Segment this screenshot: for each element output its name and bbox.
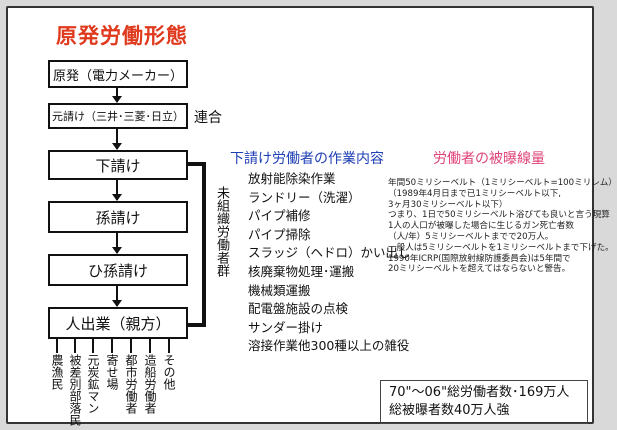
work-heading: 下請け労働者の作業内容 xyxy=(230,151,384,167)
box-nuclear-plant-label: 原発（電力メーカー） xyxy=(52,68,183,84)
box-prime-contractor-label: 元請け（三井･三菱･日立） xyxy=(52,110,184,123)
union-label: 連合 xyxy=(194,110,222,126)
source-shipbuilding-workers: 造船労働者 xyxy=(143,354,157,414)
exposure-line: 20ミリシーベルトを超えてはならないと警告。 xyxy=(388,264,571,275)
exposure-line: 1人の人口が被曝した場合に生じるガン死亡者数 xyxy=(388,221,574,232)
box-nuclear-plant: 原発（電力メーカー） xyxy=(48,60,188,88)
summary-box: 70"〜06"総労働者数･169万人 総被曝者数40万人強 xyxy=(380,380,588,424)
source-former-miners: 元炭鉱マン xyxy=(86,354,100,414)
work-item: パイプ補修 xyxy=(248,208,311,224)
exposure-line: 3ヶ月30ミリシーベルト以下） xyxy=(388,199,508,210)
arrow-1 xyxy=(112,88,122,103)
source-tick-7 xyxy=(168,339,170,353)
work-item: 機械類運搬 xyxy=(248,282,311,298)
box-third-tier-label: ひ孫請け xyxy=(87,261,148,280)
work-item: ランドリー（洗濯） xyxy=(248,189,361,205)
work-item: サンダー掛け xyxy=(248,319,324,335)
box-labor-agency-label: 人出業（親方） xyxy=(65,314,171,333)
work-item: 核廃棄物処理･運搬 xyxy=(248,263,355,279)
arrow-3 xyxy=(112,180,122,201)
work-item: 配電盤施設の点検 xyxy=(248,301,349,317)
box-labor-agency: 人出業（親方） xyxy=(48,307,188,339)
summary-total-exposed: 総被曝者数40万人強 xyxy=(389,403,510,418)
box-second-tier: 孫請け xyxy=(48,201,188,233)
source-farmers-fishers: 農漁民 xyxy=(50,354,64,390)
arrow-4 xyxy=(112,233,122,254)
source-tick-1 xyxy=(56,339,58,353)
exposure-line: （1989年4月日まで已1ミリシーベルト以下, xyxy=(388,188,562,199)
box-third-tier: ひ孫請け xyxy=(48,254,188,286)
source-tick-4 xyxy=(111,339,113,353)
work-item: 溶接作業他300種以上の雑役 xyxy=(248,338,410,354)
source-tick-2 xyxy=(74,339,76,353)
box-subcontractor-label: 下請け xyxy=(95,156,141,175)
box-second-tier-label: 孫請け xyxy=(95,208,141,227)
exposure-heading: 労働者の被曝線量 xyxy=(433,151,545,167)
arrow-5 xyxy=(112,286,122,307)
exposure-line: つまり、1日で50ミリシーベルト浴びても良いと言う現算 xyxy=(388,210,610,221)
box-prime-contractor: 元請け（三井･三菱･日立） xyxy=(48,103,188,129)
summary-total-workers: 70"〜06"総労働者数･169万人 xyxy=(389,385,570,400)
page-title: 原発労働形態 xyxy=(56,24,188,48)
slide: 原発労働形態 原発（電力メーカー） 元請け（三井･三菱･日立） 連合 下請け 孫… xyxy=(6,6,617,426)
box-subcontractor: 下請け xyxy=(48,150,188,180)
source-tick-5 xyxy=(130,339,132,353)
bracket-top xyxy=(188,162,206,166)
exposure-line: （人/年）5ミリシーベルトまでで20万人。 xyxy=(388,231,554,242)
exposure-line: 1990年ICRP(国際放射線防護委員会)は5年間で xyxy=(388,253,571,264)
source-other: その他 xyxy=(162,354,176,390)
exposure-line: 一般人は5ミリシーベルトを1ミリシーベルトまで下げた。 xyxy=(388,242,614,253)
work-item: スラッジ（ヘドロ）かい出し xyxy=(248,245,411,261)
source-urban-workers: 都市労働者 xyxy=(124,354,138,414)
arrow-2 xyxy=(112,129,122,150)
source-tick-6 xyxy=(149,339,151,353)
bracket-spine xyxy=(202,162,206,327)
source-buraku: 被差別部落民 xyxy=(68,354,82,426)
unorganized-workers-label: 未組織労働者群 xyxy=(214,186,229,277)
bracket-bottom xyxy=(188,323,206,327)
source-tick-3 xyxy=(92,339,94,353)
exposure-notes: 年間50ミリシーベルト（1ミリシーベルト=100ミリレム） （1989年4月日ま… xyxy=(388,178,617,275)
work-item: パイプ掃除 xyxy=(248,226,311,242)
exposure-line: 年間50ミリシーベルト（1ミリシーベルト=100ミリレム） xyxy=(388,178,617,188)
work-list: 放射能除染作業 ランドリー（洗濯） パイプ補修 パイプ掃除 スラッジ（ヘドロ）か… xyxy=(248,170,411,356)
work-item: 放射能除染作業 xyxy=(248,171,336,186)
source-day-labor-market: 寄せ場 xyxy=(105,354,119,390)
